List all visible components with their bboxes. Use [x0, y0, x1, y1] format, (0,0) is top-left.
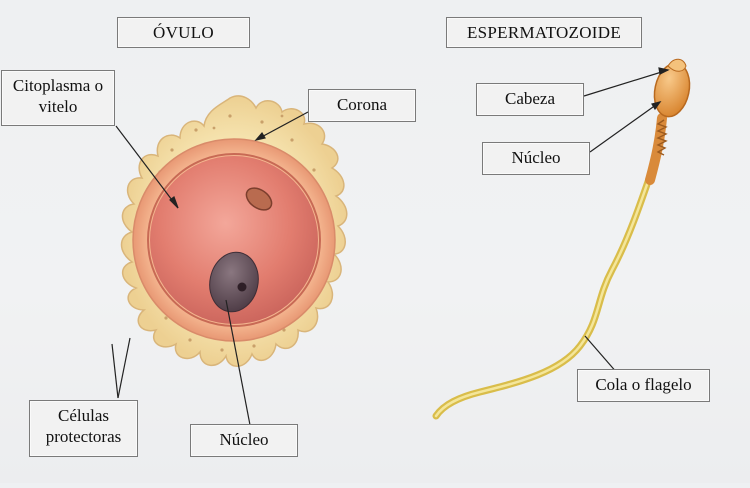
membrane-ring [147, 153, 321, 327]
corona-label: Corona [308, 89, 416, 122]
polar-body [245, 187, 273, 211]
ovulo-title: ÓVULO [117, 17, 250, 48]
cola-flagelo-label: Cola o flagelo [577, 369, 710, 402]
pointer-lines [111, 67, 670, 426]
sperm-tail-highlight [434, 168, 654, 418]
espermatozoide-title: ESPERMATOZOIDE [446, 17, 642, 48]
sperm-midpiece [645, 113, 667, 185]
cytoplasm [150, 156, 318, 324]
sperm-nucleo-label: Núcleo [482, 142, 590, 175]
sperm-midpiece-spiral [656, 119, 668, 156]
celulas-protectoras-label: Células protectoras [29, 400, 138, 457]
ovulo-nucleo-label: Núcleo [190, 424, 298, 457]
sperm-acrosome [667, 58, 687, 72]
cabeza-label: Cabeza [476, 83, 584, 116]
nucleolus [237, 282, 247, 292]
citoplasma-label: Citoplasma o vitelo [1, 70, 115, 126]
